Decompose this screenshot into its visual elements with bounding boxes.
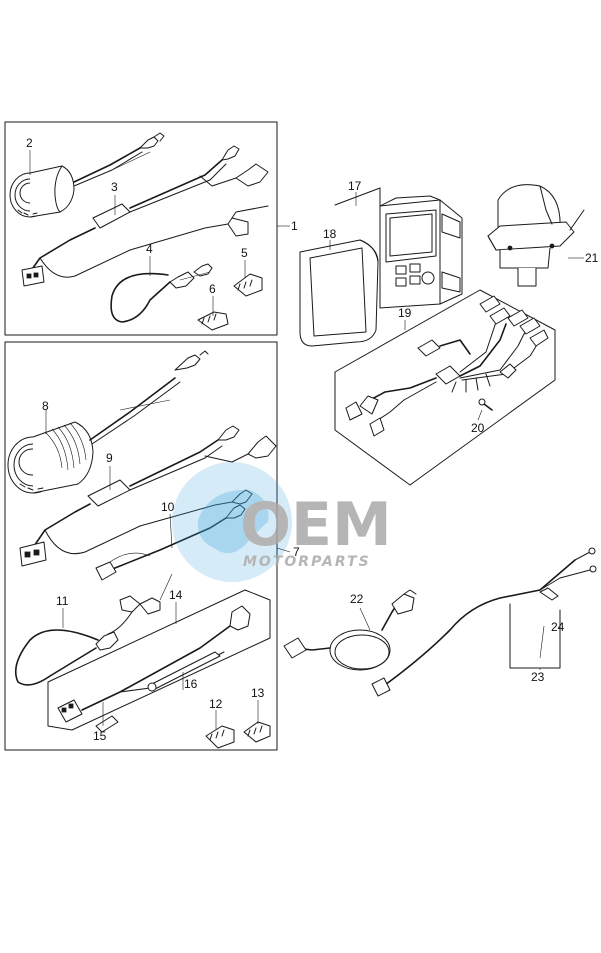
cable-11	[14, 573, 173, 686]
callout-21: 21	[585, 251, 599, 265]
display-unit-17	[379, 195, 463, 309]
fitting-12	[205, 725, 235, 749]
callout-1: 1	[291, 219, 298, 233]
kit-box-14	[47, 589, 271, 731]
callout-8: 8	[42, 399, 49, 413]
callout-11: 11	[56, 594, 69, 608]
gauge-2	[9, 132, 165, 218]
cable-23	[371, 547, 597, 697]
callout-17: 17	[348, 179, 362, 193]
callout-labels: 1 2 3 4 5 6 7 8 9 10 11 12 13 14 15 16 1…	[26, 136, 599, 743]
callout-2: 2	[26, 136, 33, 150]
callout-7: 7	[293, 545, 300, 559]
callout-16: 16	[184, 677, 198, 691]
gauge-8	[7, 350, 209, 494]
display-cover-18	[299, 239, 379, 347]
callout-22: 22	[350, 592, 364, 606]
sensor-unit-21	[487, 184, 585, 287]
callout-18: 18	[323, 227, 337, 241]
cable-10	[95, 504, 246, 581]
harness-19	[345, 295, 549, 437]
cable-tie-16	[147, 651, 221, 692]
callout-9: 9	[106, 451, 113, 465]
callout-15: 15	[93, 729, 107, 743]
screw-20	[478, 398, 493, 411]
harness-14	[57, 605, 251, 733]
harness-3	[21, 145, 269, 287]
callout-13: 13	[251, 686, 265, 700]
cable-4	[110, 263, 213, 323]
kit-box-1	[4, 121, 278, 336]
globe-icon	[172, 462, 292, 582]
callout-5: 5	[241, 246, 248, 260]
harness-9	[19, 425, 277, 567]
callout-3: 3	[111, 180, 118, 194]
callout-20: 20	[471, 421, 485, 435]
watermark-brand: OEM	[240, 490, 392, 560]
kit-box-7	[4, 341, 278, 751]
cable-22	[283, 589, 417, 671]
callout-23: 23	[531, 670, 545, 684]
callout-19: 19	[398, 306, 412, 320]
watermark-subtitle: MOTORPARTS	[243, 554, 371, 570]
callout-24: 24	[551, 620, 565, 634]
callout-6: 6	[209, 282, 216, 296]
fitting-6	[197, 311, 229, 331]
callout-14: 14	[169, 588, 183, 602]
watermark: OEM MOTORPARTS	[172, 462, 392, 582]
leader-lines	[29, 150, 584, 730]
harness-box-19	[334, 289, 556, 486]
fitting-5	[233, 273, 263, 297]
fitting-13	[243, 721, 271, 743]
callout-4: 4	[146, 242, 153, 256]
callout-10: 10	[161, 500, 175, 514]
callout-12: 12	[209, 697, 223, 711]
